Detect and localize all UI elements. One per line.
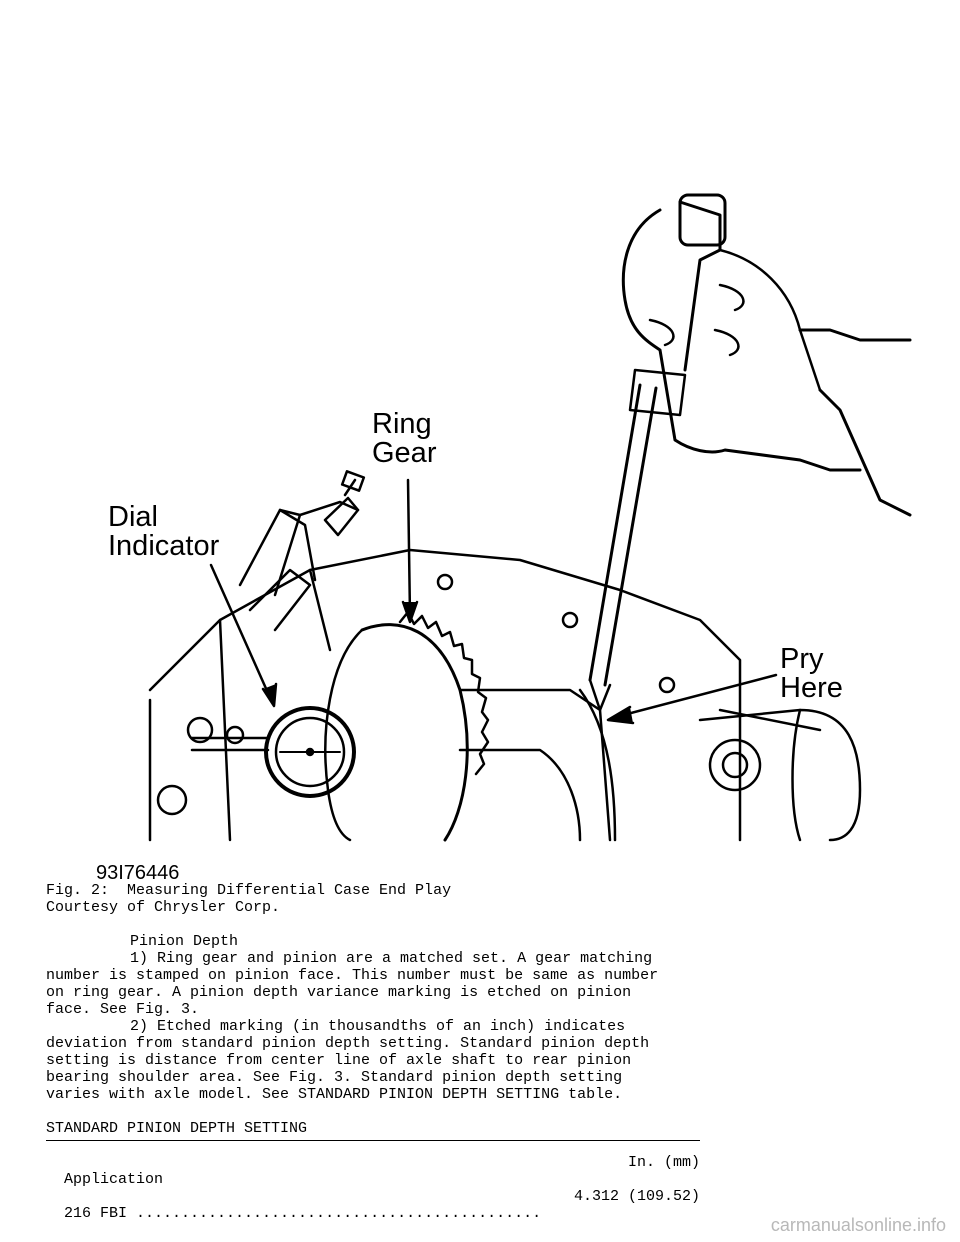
figure-caption-title: Fig. 2: Measuring Differential Case End … [46, 882, 452, 899]
figure-caption-credit: Courtesy of Chrysler Corp. [46, 899, 281, 916]
table-header-units: In. (mm) [627, 1154, 700, 1171]
para1-line1: 1) Ring gear and pinion are a matched se… [130, 950, 653, 967]
table-header-row: Application In. (mm) [46, 1154, 700, 1205]
para2-line5: varies with axle model. See STANDARD PIN… [46, 1086, 623, 1103]
table-rule [46, 1140, 700, 1141]
para1-line3: on ring gear. A pinion depth variance ma… [46, 984, 632, 1001]
para1-line2: number is stamped on pinion face. This n… [46, 967, 659, 984]
table-row: 216 FBI ................................… [46, 1188, 700, 1239]
dial-indicator-label-line2: Indicator [108, 530, 220, 562]
pry-here-label-line2: Here [780, 672, 843, 704]
ring-gear-label-line1: Ring [372, 408, 432, 440]
para2-line3: setting is distance from center line of … [46, 1052, 632, 1069]
ring-gear-label-line2: Gear [372, 437, 437, 469]
para2-line2: deviation from standard pinion depth set… [46, 1035, 650, 1052]
differential-illustration [148, 193, 912, 842]
table-header-application: Application [64, 1171, 164, 1188]
para2-line1: 2) Etched marking (in thousandths of an … [130, 1018, 626, 1035]
figure-code: 93I76446 [96, 862, 180, 884]
watermark-text: carmanualsonline.info [770, 1215, 946, 1235]
table-title: STANDARD PINION DEPTH SETTING [46, 1120, 308, 1137]
table-cell-leader: ........................................… [127, 1205, 542, 1222]
dial-indicator-label-line1: Dial [108, 501, 158, 533]
section-heading: Pinion Depth [130, 933, 239, 950]
pry-here-label-line1: Pry [780, 643, 824, 675]
table-cell-application: 216 FBI [64, 1205, 128, 1222]
para2-line4: bearing shoulder area. See Fig. 3. Stand… [46, 1069, 623, 1086]
table-cell-value: 4.312 (109.52) [573, 1188, 700, 1205]
para1-line4: face. See Fig. 3. [46, 1001, 200, 1018]
